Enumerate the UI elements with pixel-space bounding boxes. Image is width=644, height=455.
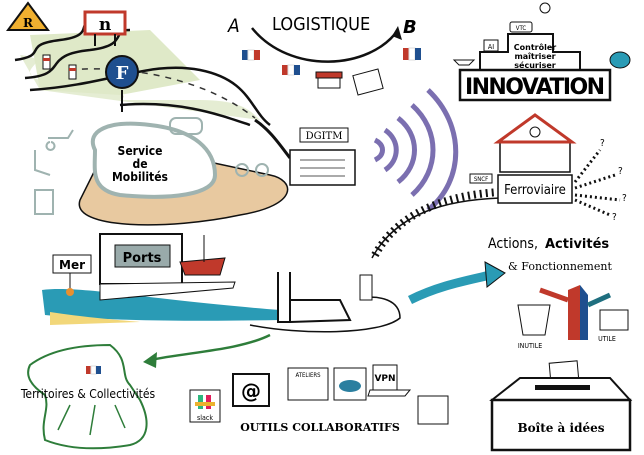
slack-label: slack	[197, 414, 213, 422]
bus-icon	[169, 117, 203, 135]
tablet-icon	[417, 395, 449, 425]
sncf-label: SNCF	[474, 176, 488, 183]
at-label: @	[241, 379, 261, 403]
mobilites-section: Service de Mobilités	[34, 117, 289, 226]
mer-ports-section: Ports Mer	[42, 233, 401, 333]
sncf-sign	[469, 173, 493, 184]
ports-label: Ports	[123, 251, 162, 266]
innovation-line3: sécuriser	[514, 60, 556, 70]
actions-label: Actions,	[488, 236, 538, 252]
utile-label: UTILE	[598, 335, 616, 343]
question-mark: ?	[618, 166, 623, 177]
question-mark: ?	[622, 193, 627, 204]
robot-icon	[539, 2, 551, 14]
fonctionnement-label: & Fonctionnement	[508, 260, 612, 273]
mer-label: Mer	[59, 258, 85, 272]
vpn-label: VPN	[374, 374, 395, 384]
vtc-car-icon	[509, 21, 533, 33]
arrow-left-icon	[143, 352, 157, 368]
shop-icon	[315, 71, 343, 79]
ai-icon	[483, 39, 499, 52]
french-flag-icon	[86, 365, 101, 375]
vtc-label: VTC	[516, 25, 527, 32]
outils-label: OUTILS COLLABORATIFS	[240, 421, 400, 434]
arrow-right-icon	[484, 261, 506, 288]
boat-icon	[179, 257, 226, 276]
trash-basket-icon	[517, 304, 551, 336]
tray-icon	[599, 309, 629, 331]
boite-section: Boîte à idées	[489, 360, 633, 452]
french-flag-icon	[403, 47, 421, 61]
road-scene: R n F	[6, 1, 292, 159]
innovation-line1: Contrôler	[514, 42, 556, 52]
innovation-section: INNOVATION Contrôler maîtriser sécuriser…	[452, 2, 631, 102]
sign-f-icon	[105, 55, 139, 89]
innovation-title: INNOVATION	[465, 75, 605, 100]
logistique-start: A	[227, 15, 240, 37]
mobilites-label3: Mobilités	[112, 170, 168, 184]
arrow-head-icon	[392, 26, 402, 40]
outils-section: slack @ ATELIERS VPN OUTILS COLLABORATIF…	[189, 364, 449, 434]
dgitm-building: DGITM	[289, 127, 356, 186]
logistique-end: B	[403, 17, 417, 38]
logistique-section: A LOGISTIQUE B	[227, 14, 421, 96]
idea-box[interactable]	[490, 398, 632, 452]
scooter-icon	[45, 129, 74, 151]
sign-f-label: F	[116, 63, 129, 84]
question-mark: ?	[612, 212, 617, 223]
station-building	[499, 141, 571, 173]
boite-label: Boîte à idées	[518, 421, 605, 435]
sign-n-icon	[83, 10, 127, 36]
ferroviaire-section: Ferroviaire SNCF ? ? ? ?	[371, 113, 627, 259]
sign-n-label: n	[99, 15, 111, 35]
question-mark: ?	[600, 138, 605, 149]
mer-sign	[52, 254, 92, 274]
territoires-section: Territoires & Collectivités	[20, 333, 271, 450]
document-icon	[352, 68, 384, 96]
clock-icon	[529, 126, 541, 138]
actions-section: Actions, Activités & Fonctionnement INUT…	[407, 236, 629, 350]
ai-label: AI	[488, 43, 494, 51]
activites-label: Activités	[545, 237, 609, 252]
ateliers-icon	[287, 367, 329, 401]
figure-red	[568, 285, 580, 340]
mobilites-label1: Service	[118, 144, 163, 158]
french-flag-icon	[282, 64, 300, 76]
inutile-label: INUTILE	[518, 342, 542, 350]
signal-waves-icon	[373, 88, 459, 212]
bicycle-icon	[235, 163, 249, 177]
territoires-label: Territoires & Collectivités	[20, 387, 156, 401]
charging-station-icon	[34, 189, 54, 215]
ateliers-label: ATELIERS	[295, 372, 321, 379]
mobilites-label2: de	[132, 157, 147, 171]
kick-scooter-icon	[34, 150, 51, 176]
vpn-laptop-icon	[372, 364, 398, 391]
dgitm-label: DGITM	[306, 131, 343, 142]
logistique-title: LOGISTIQUE	[272, 14, 370, 35]
dgitm-sign	[299, 127, 349, 143]
french-flag-icon	[242, 49, 260, 61]
sign-r-label: R	[23, 16, 34, 30]
email-icon	[232, 373, 270, 407]
warning-sign-icon	[6, 1, 50, 31]
connected-device-icon	[609, 51, 631, 69]
drone-icon	[452, 59, 476, 66]
innovation-line2: maîtriser	[514, 52, 555, 61]
ferroviaire-label: Ferroviaire	[504, 183, 566, 198]
